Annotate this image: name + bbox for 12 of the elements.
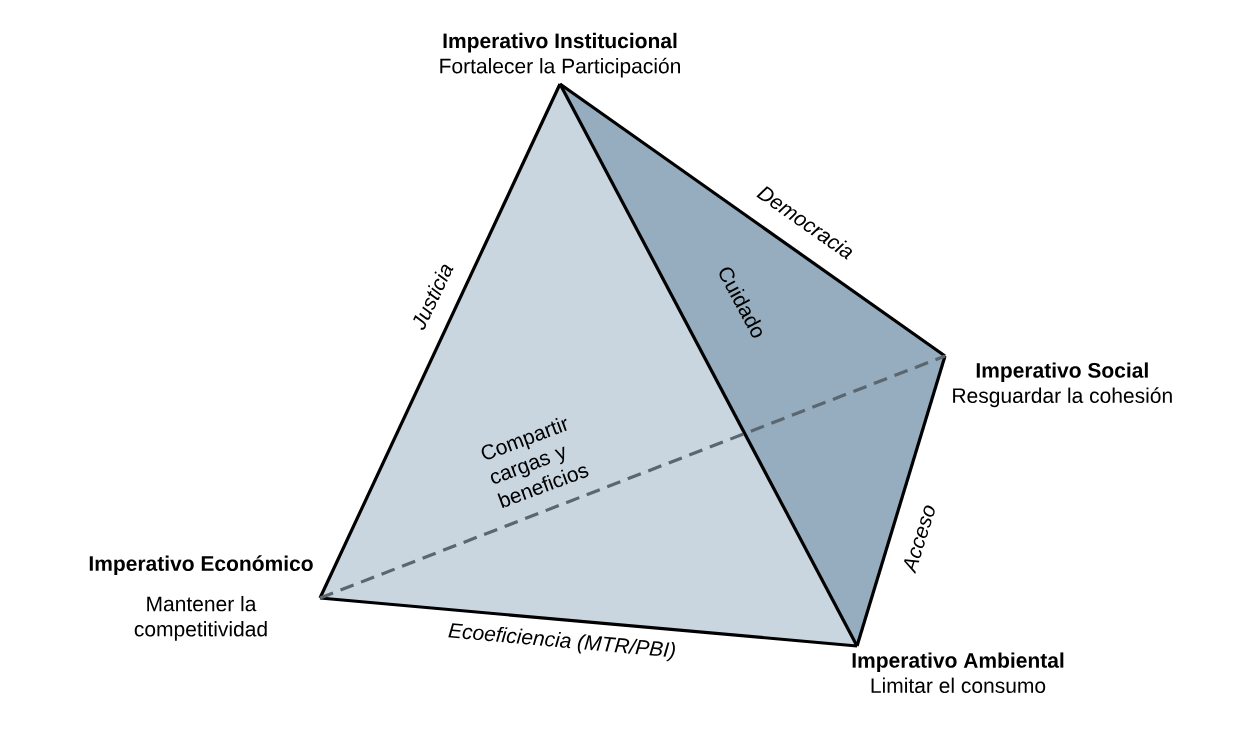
edge-line [855, 355, 947, 647]
edge-label: Acceso [904, 505, 935, 574]
edge-label: Ecoeficiencia (MTR/PBI) [448, 623, 675, 662]
edge-line [558, 83, 859, 647]
vertex-label: Imperativo Económico Mantener la competitividad [89, 555, 313, 641]
vertex-label: Imperativo Ambiental Limitar el consumo [852, 652, 1064, 694]
vertex-label: Imperativo Institucional Fortalecer la Participación [440, 32, 680, 78]
edge-line [559, 82, 946, 358]
edge-line [319, 354, 946, 600]
edge-line [318, 83, 562, 599]
vertex-label: Imperativo Social Resguardar la cohesión [953, 362, 1172, 408]
edge-line [319, 596, 858, 648]
